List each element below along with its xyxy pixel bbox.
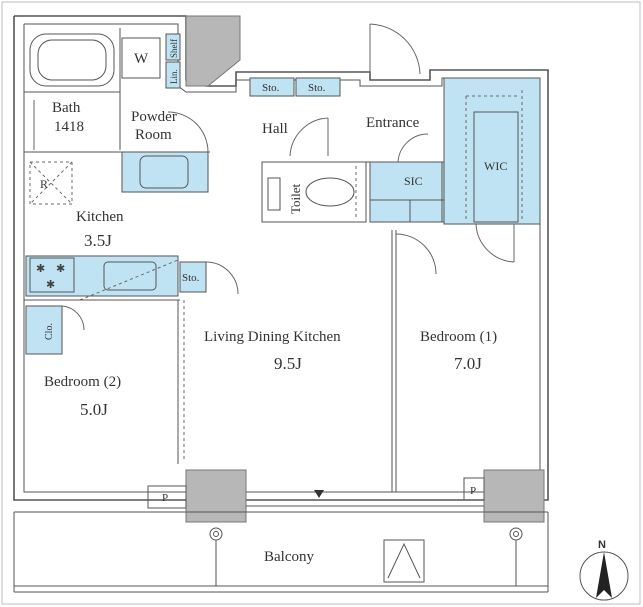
refrigerator-x1: [29, 161, 73, 205]
label-ldk: Living Dining Kitchen: [204, 329, 341, 345]
label-powder-2: Room: [135, 127, 172, 143]
vanity-counter: [121, 151, 209, 193]
cooktop: [29, 257, 75, 293]
closet-door: [61, 305, 85, 331]
label-bath-size: 1418: [54, 119, 84, 135]
label-sic: SIC: [404, 174, 423, 188]
pipe-shaft-left: [147, 485, 187, 509]
label-storage-2: Sto.: [308, 82, 326, 94]
label-pipe-left: P: [162, 492, 168, 504]
toilet-room: [261, 161, 367, 223]
sic-door: [397, 133, 429, 163]
refrigerator-x2: [29, 161, 73, 205]
label-bedroom2-size: 5.0J: [80, 400, 108, 419]
column-bottom-left: [185, 469, 247, 523]
label-kitchen-storage: Sto.: [182, 272, 200, 284]
linen-box: [165, 61, 181, 89]
column-top: [185, 15, 241, 87]
burner-3: ✱: [46, 279, 55, 291]
label-closet: Clo.: [44, 323, 55, 340]
label-kitchen-size: 3.5J: [84, 231, 112, 250]
powder-door: [167, 111, 209, 153]
label-hall: Hall: [262, 121, 288, 137]
label-balcony: Balcony: [264, 549, 314, 565]
hall-door: [289, 117, 329, 157]
bathtub-inner: [37, 39, 107, 81]
entry-arrow: [314, 490, 324, 498]
label-bath: Bath: [52, 100, 81, 116]
label-entrance: Entrance: [366, 115, 420, 131]
compass-north-label: N: [598, 539, 606, 551]
label-refrigerator: R: [40, 177, 48, 191]
washer-box: [121, 37, 161, 79]
toilet-bowl: [305, 177, 355, 207]
burner-1: ✱: [36, 263, 45, 275]
wic-closet: [443, 77, 541, 225]
entrance-door: [369, 23, 421, 75]
label-bedroom2: Bedroom (2): [44, 374, 121, 390]
evacuation-hatch-mark: [387, 542, 421, 579]
kitchen-sink: [103, 261, 157, 291]
closet-box: [25, 305, 63, 355]
kitchen-storage-box: [179, 261, 207, 293]
hall-storage-1: [249, 77, 295, 97]
label-bedroom1-size: 7.0J: [454, 354, 482, 373]
label-ldk-size: 9.5J: [274, 354, 302, 373]
compass-needle: [596, 552, 612, 598]
toilet-tank: [267, 177, 281, 211]
shelf-box: [165, 33, 181, 61]
refrigerator-box: [29, 161, 73, 205]
vanity-basin: [139, 155, 189, 189]
drain-right-inner: [513, 531, 519, 537]
label-powder-1: Powder: [131, 109, 177, 125]
burner-2: ✱: [56, 263, 65, 275]
label-kitchen: Kitchen: [76, 209, 124, 225]
label-washer: W: [134, 51, 149, 67]
label-pipe-right: P: [470, 485, 476, 497]
drain-left-inner: [213, 531, 219, 537]
evacuation-hatch: [383, 539, 425, 583]
wic-door: [475, 223, 515, 263]
pipe-shaft-right: [463, 477, 485, 501]
label-shelf: Shelf: [169, 39, 179, 58]
bedroom1-door: [395, 233, 437, 275]
label-storage-1: Sto.: [262, 82, 280, 94]
bathtub: [29, 33, 115, 87]
label-bedroom1: Bedroom (1): [420, 329, 497, 345]
label-wic: WIC: [484, 159, 507, 173]
label-toilet: Toilet: [288, 183, 303, 214]
hall-storage-2: [295, 77, 341, 97]
column-bottom-right: [483, 469, 545, 523]
label-linen: Lin.: [169, 69, 179, 84]
kitchen-counter: [25, 255, 179, 297]
wic-inner: [473, 111, 519, 223]
kitchen-storage-door: [205, 261, 239, 295]
